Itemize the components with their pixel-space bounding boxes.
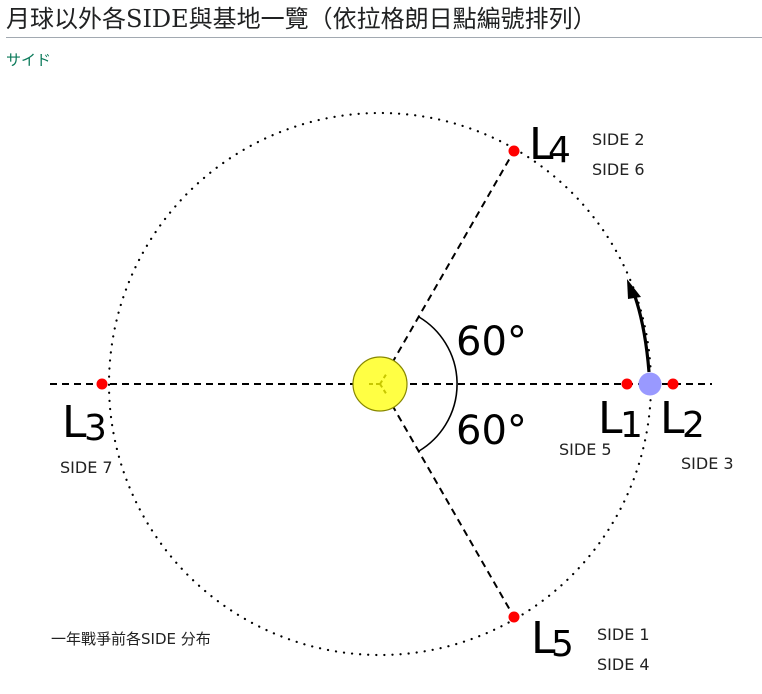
line-to-l4 (379, 150, 515, 385)
lagrange-point-l2 (667, 378, 679, 390)
lagrange-point-l4 (508, 145, 520, 157)
side-7-label: SIDE 7 (60, 458, 113, 477)
side-6-label: SIDE 6 (592, 160, 645, 179)
side-2-label: SIDE 2 (592, 130, 645, 149)
lagrange-point-l3 (96, 378, 108, 390)
svg-text:2: 2 (682, 405, 705, 446)
diagram-caption: 一年戰爭前各SIDE 分布 (51, 630, 211, 648)
angle-label-lower: 60° (456, 408, 527, 454)
svg-text:L: L (531, 613, 556, 664)
label-l1: L 1 (598, 393, 643, 446)
side-1-label: SIDE 1 (597, 625, 650, 644)
sun (352, 356, 408, 412)
label-l5: L 5 (531, 613, 574, 665)
angle-arc (418, 316, 458, 452)
label-l3: L 3 (62, 397, 107, 449)
side-5-label: SIDE 5 (559, 440, 612, 459)
label-l2: L 2 (660, 393, 705, 446)
svg-text:L: L (529, 119, 554, 170)
page-title: 月球以外各SIDE與基地一覽（依拉格朗日點編號排列） (6, 5, 597, 33)
side-4-label: SIDE 4 (597, 655, 650, 674)
svg-text:5: 5 (551, 624, 574, 665)
line-to-l5 (379, 383, 515, 618)
earth (638, 372, 662, 396)
angle-label-upper: 60° (456, 319, 527, 365)
svg-text:L: L (62, 397, 87, 448)
label-l4: L 4 (529, 119, 571, 171)
section-link-side[interactable]: サイド (6, 51, 52, 69)
svg-text:4: 4 (548, 130, 571, 171)
lagrange-point-l5 (508, 611, 520, 623)
svg-text:3: 3 (84, 408, 107, 449)
svg-text:L: L (660, 393, 685, 444)
title-divider (6, 37, 762, 38)
svg-text:L: L (598, 393, 623, 444)
lagrange-point-l1 (621, 378, 633, 390)
svg-text:1: 1 (620, 405, 643, 446)
arrow-head-icon (627, 279, 641, 299)
orbit-direction-arrow (630, 287, 651, 373)
side-3-label: SIDE 3 (681, 454, 734, 473)
